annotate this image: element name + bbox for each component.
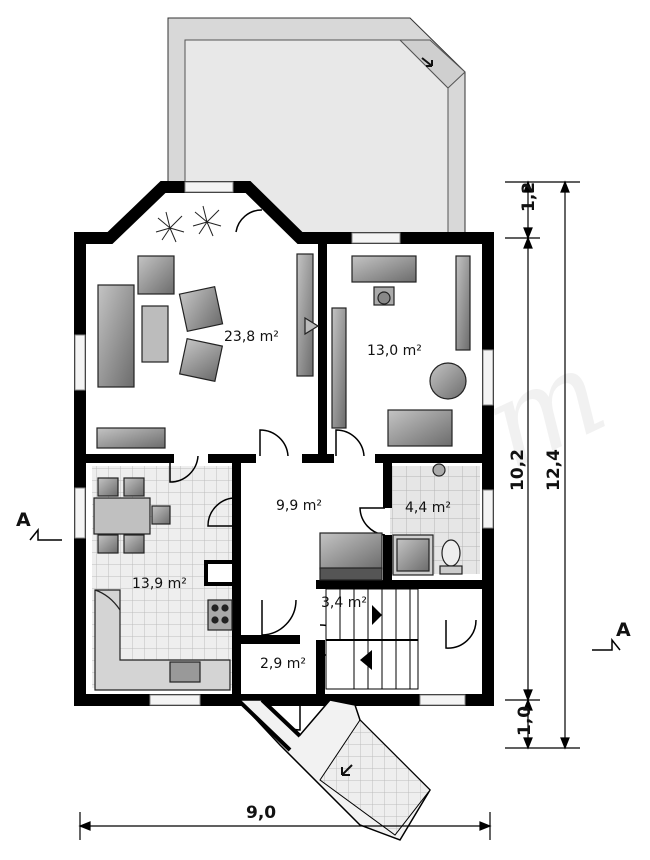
section-marker-left: A: [16, 509, 62, 541]
room-labels: 23,8 m² 13,0 m² 9,9 m² 4,4 m² 13,9 m² 3,…: [132, 329, 451, 672]
section-marker-right: A: [592, 619, 631, 651]
entry-arrow-icon: [341, 764, 353, 776]
stairs-up-arrow-icon: [372, 605, 382, 625]
dimension-total-depth: 12,4: [544, 449, 564, 491]
room-area-hall: 9,9 m²: [276, 498, 322, 514]
svg-text:A: A: [616, 619, 631, 641]
dimension-bottom-offset: 1,0: [515, 706, 535, 736]
bathroom-fixtures: [392, 463, 463, 576]
room-area-bathroom: 4,4 m²: [405, 500, 451, 516]
room-area-kitchen: 13,9 m²: [132, 576, 187, 592]
stairs: [325, 588, 419, 690]
svg-text:A: A: [16, 509, 31, 531]
dimension-width: 9,0: [246, 803, 276, 823]
office-furniture: [331, 255, 471, 447]
entrance-steps: [236, 698, 431, 841]
kitchen-furniture: [93, 477, 233, 691]
door-swings: [169, 209, 477, 731]
room-area-stairs: 3,4 m²: [321, 595, 367, 611]
room-area-living: 23,8 m²: [224, 329, 279, 345]
hall-furniture: [319, 532, 383, 581]
room-area-office: 13,0 m²: [367, 343, 422, 359]
room-area-vestibule: 2,9 m²: [260, 656, 306, 672]
terrace-arrow-icon: [421, 57, 433, 67]
dimension-main-depth: 10,2: [508, 449, 528, 491]
plant-icon: [155, 205, 222, 243]
dimension-top-offset: 1,2: [519, 182, 539, 212]
living-room-furniture: [96, 205, 320, 449]
interior-walls: [86, 238, 486, 698]
dimension-lines: [78, 180, 580, 840]
stairs-down-arrow-icon: [360, 650, 372, 670]
